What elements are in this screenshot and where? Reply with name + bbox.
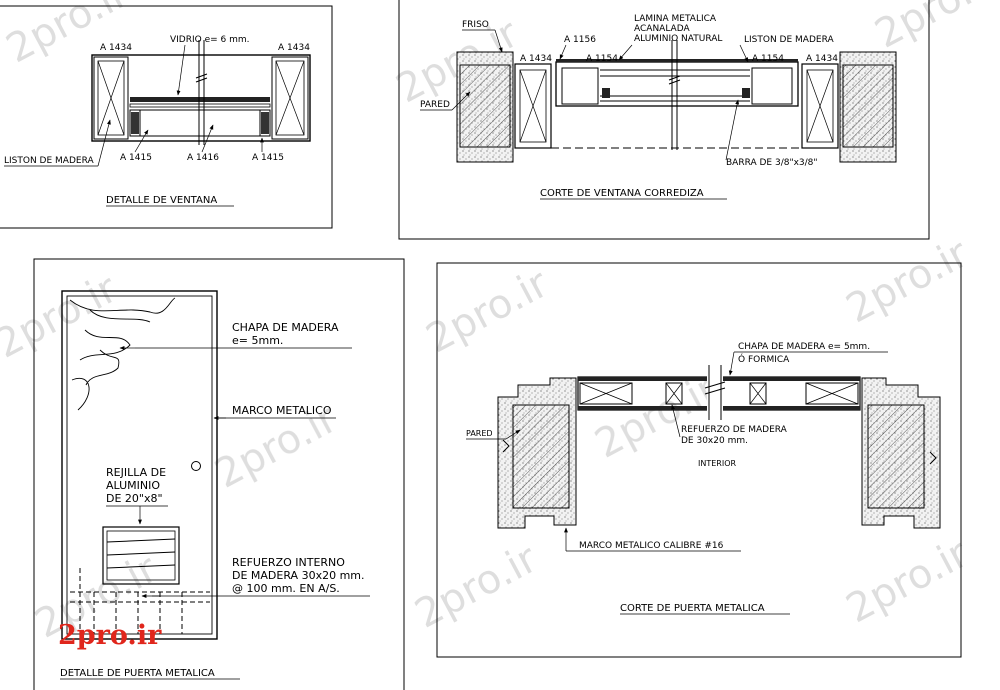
- panel-corte-ventana-corrediza: FRISO PARED LAMINA METALICA ACANALADA AL…: [398, 0, 930, 240]
- label-vidrio: VIDRIO e= 6 mm.: [170, 35, 250, 45]
- label-a1154-right: A 1154: [752, 54, 784, 64]
- title-corte-puerta: CORTE DE PUERTA METALICA: [620, 603, 765, 614]
- label-lamina-2: ACANALADA: [634, 24, 690, 34]
- label-liston: LISTON DE MADERA: [744, 35, 834, 45]
- label-marco-metalico: MARCO METALICO CALIBRE #16: [579, 541, 724, 551]
- label-barra: BARRA DE 3/8"x3/8": [726, 158, 818, 168]
- watermark-text: 2pro.ir: [839, 230, 976, 332]
- label-liston-madera: LISTON DE MADERA: [4, 156, 94, 166]
- label-lamina-3: ALUMINIO NATURAL: [634, 34, 722, 44]
- label-a1434-right: A 1434: [806, 54, 838, 64]
- label-rejilla-1: REJILLA DE: [106, 466, 166, 479]
- label-chapa-2: Ó FORMICA: [738, 353, 790, 365]
- title-detalle-ventana: DETALLE DE VENTANA: [106, 195, 217, 206]
- label-a1434-right: A 1434: [278, 43, 310, 53]
- label-pared: PARED: [420, 100, 450, 110]
- label-refuerzo-3: @ 100 mm. EN A/S.: [232, 582, 340, 595]
- watermark-text: 2pro.ir: [839, 530, 976, 632]
- panel-corte-puerta: CHAPA DE MADERA e= 5mm. Ó FORMICA PARED …: [436, 262, 962, 658]
- panel-detalle-ventana: VIDRIO e= 6 mm. A 1434 A 1434 A 1415 A 1…: [0, 5, 333, 229]
- title-corte-ventana-corrediza: CORTE DE VENTANA CORREDIZA: [540, 188, 704, 199]
- label-a1434-left: A 1434: [100, 43, 132, 53]
- label-chapa-1: CHAPA DE MADERA: [232, 321, 339, 334]
- label-interior: INTERIOR: [698, 459, 737, 468]
- label-refuerzo-2: DE MADERA 30x20 mm.: [232, 569, 365, 582]
- label-marco-metalico: MARCO METALICO: [232, 404, 332, 417]
- watermark-text: 2pro.ir: [419, 260, 556, 362]
- label-lamina-1: LAMINA METALICA: [634, 14, 717, 24]
- label-a1416: A 1416: [187, 153, 219, 163]
- label-a1154-left: A 1154: [586, 54, 618, 64]
- label-friso: FRISO: [462, 20, 489, 30]
- label-refuerzo-1: REFUERZO INTERNO: [232, 556, 345, 569]
- panel-detalle-puerta: CHAPA DE MADERA e= 5mm. MARCO METALICO R…: [33, 258, 405, 690]
- label-rejilla-2: ALUMINIO: [106, 479, 160, 492]
- label-refuerzo-1: REFUERZO DE MADERA: [681, 425, 788, 435]
- label-pared: PARED: [466, 429, 493, 438]
- label-chapa-1: CHAPA DE MADERA e= 5mm.: [738, 342, 870, 352]
- label-a1156: A 1156: [564, 35, 596, 45]
- label-rejilla-3: DE 20"x8": [106, 492, 163, 505]
- label-a1415-right: A 1415: [252, 153, 284, 163]
- title-detalle-puerta: DETALLE DE PUERTA METALICA: [60, 668, 215, 679]
- brand-logo: 2pro.ir: [58, 620, 162, 651]
- watermark-text: 2pro.ir: [868, 0, 1000, 58]
- watermark-text: 2pro.ir: [408, 535, 545, 637]
- label-a1415-left: A 1415: [120, 153, 152, 163]
- label-chapa-2: e= 5mm.: [232, 334, 283, 347]
- label-refuerzo-2: DE 30x20 mm.: [681, 436, 748, 446]
- label-a1434-left: A 1434: [520, 54, 552, 64]
- watermark-text: 2pro.ir: [0, 0, 136, 72]
